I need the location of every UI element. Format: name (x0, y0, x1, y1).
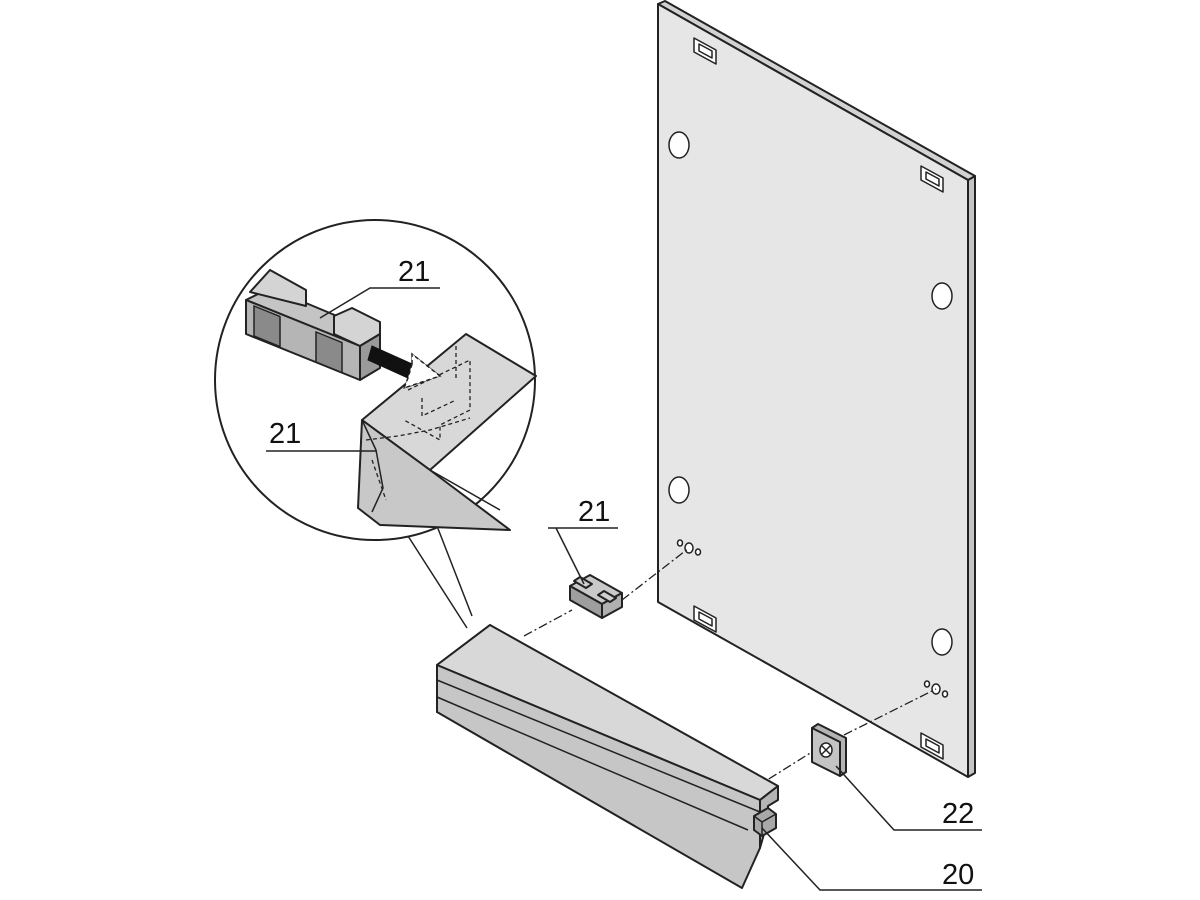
callout-insert: 21 (578, 496, 610, 528)
panel-slot-top-left (693, 37, 717, 65)
panel-slot-bottom-right (920, 732, 944, 760)
panel-slot-bottom-left (693, 605, 717, 633)
handle-right-end (759, 785, 779, 849)
handle-profile (436, 624, 779, 889)
center-line-insert (523, 609, 573, 637)
leader-insert (548, 527, 618, 585)
callout-detail-profile: 21 (269, 418, 301, 450)
center-line-handle-nut (739, 744, 824, 798)
callout-detail-insert: 21 (398, 256, 430, 288)
center-line-nut-panel (843, 688, 937, 736)
detail-view (214, 219, 537, 629)
front-panel (657, 0, 976, 778)
leader-nut (835, 765, 982, 831)
handle-front-face (436, 664, 761, 889)
panel-slot-top-right (920, 165, 944, 193)
detail-profile-end (357, 333, 537, 531)
center-line-insert-panel (621, 547, 690, 601)
panel-fixing-holes-left (676, 539, 702, 556)
handle-insert-stub (753, 807, 777, 837)
leader-detail-insert (319, 287, 440, 319)
callout-nut: 22 (942, 798, 974, 830)
callout-handle: 20 (942, 859, 974, 891)
insertion-arrow (367, 345, 442, 390)
leader-handle (761, 827, 982, 891)
panel-hole-lower-right (931, 628, 953, 656)
panel-side-edge (967, 175, 976, 778)
detail-pointer-lines (407, 525, 473, 629)
panel-hole-upper-right (931, 282, 953, 310)
panel-hole-upper-left (668, 131, 690, 159)
panel-face (657, 3, 969, 778)
square-nut (811, 723, 847, 777)
insert-part (569, 574, 623, 619)
handle-groove-lines (436, 679, 761, 831)
panel-hole-lower-left (668, 476, 690, 504)
